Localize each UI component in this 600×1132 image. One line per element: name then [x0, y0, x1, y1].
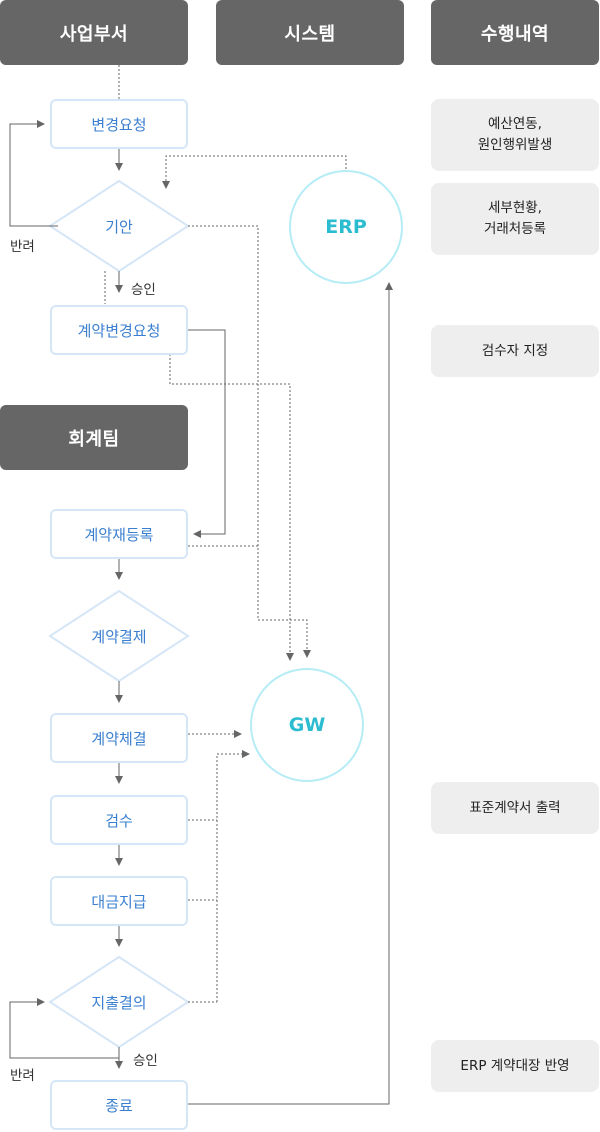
approve-label: 승인: [133, 1053, 158, 1069]
step-draft: 기안: [105, 217, 133, 236]
reject-label: 반려: [10, 1068, 35, 1084]
step-end: 종료: [50, 1080, 188, 1130]
task-erp-ledger: ERP 계약대장 반영: [431, 1040, 599, 1092]
step-inspection: 검수: [50, 795, 188, 845]
step-contract-signing: 계약체결: [50, 713, 188, 763]
step-expense-approval: 지출결의: [91, 993, 147, 1012]
erp-circle: [289, 170, 403, 284]
task-budget-link: 예산연동, 원인행위발생: [431, 99, 599, 171]
step-payment: 대금지급: [50, 876, 188, 926]
step-contract-change-request: 계약변경요청: [50, 305, 188, 355]
step-contract-reregistration: 계약재등록: [50, 509, 188, 559]
system-gw-label: GW: [288, 714, 326, 736]
gw-circle: [250, 668, 364, 782]
approve-label: 승인: [131, 282, 156, 298]
header-accounting-team: 회계팀: [0, 405, 188, 470]
task-print-contract: 표준계약서 출력: [431, 782, 599, 834]
header-system: 시스템: [216, 0, 404, 65]
step-change-request: 변경요청: [50, 99, 188, 149]
task-assign-inspector: 검수자 지정: [431, 325, 599, 377]
step-contract-approval: 계약결제: [91, 627, 147, 646]
header-tasks: 수행내역: [431, 0, 599, 65]
task-detail-status: 세부현황, 거래처등록: [431, 183, 599, 255]
reject-label: 반려: [10, 239, 35, 255]
system-erp-label: ERP: [325, 216, 367, 238]
header-business-dept: 사업부서: [0, 0, 188, 65]
